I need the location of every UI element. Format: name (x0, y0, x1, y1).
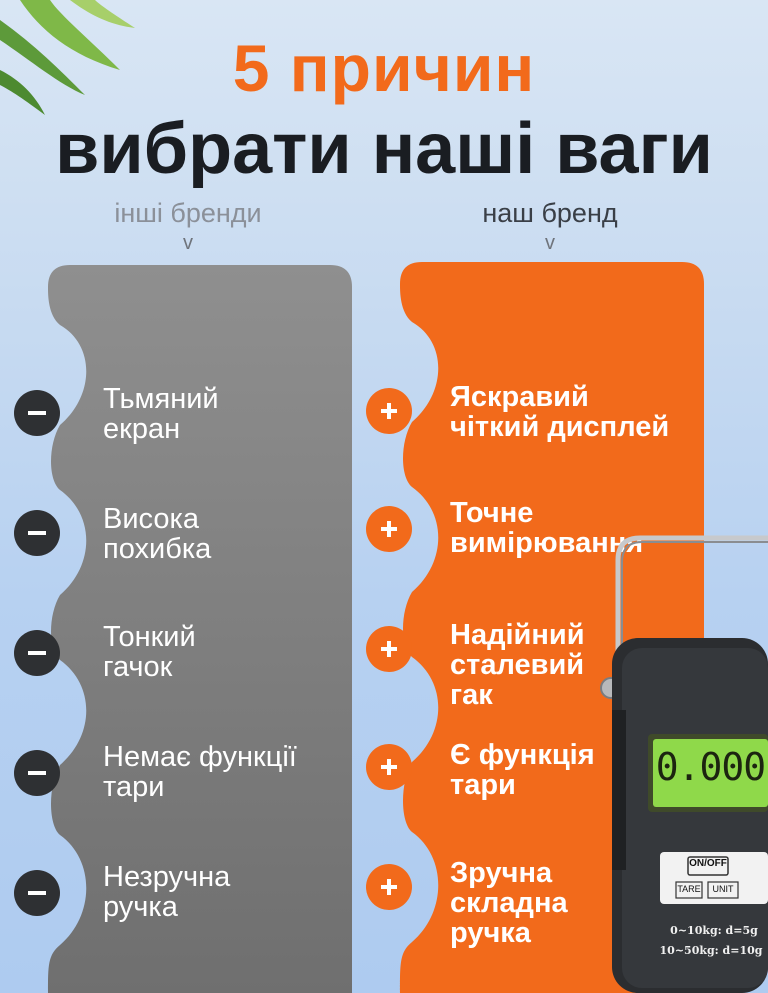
label-other-brands: інші бренди (114, 198, 262, 228)
item-line: чіткий дисплей (450, 411, 670, 443)
minus-icon (14, 630, 60, 676)
item-line: гачок (103, 651, 173, 683)
onoff-button-label: ON/OFF (689, 858, 727, 869)
item-line: Надійний (450, 619, 585, 651)
item-line: ручка (103, 891, 178, 923)
item-line: гак (450, 679, 493, 711)
item-line: вимірювання (450, 527, 644, 559)
item-line: Точне (450, 497, 534, 529)
minus-icon (14, 750, 60, 796)
spec-line-2: 10~50kg: d=10g (659, 944, 763, 957)
our-brand-item: Точне вимірювання (450, 498, 643, 558)
leaf-decoration-icon (0, 0, 135, 115)
our-brand-item: Надійний сталевий гак (450, 620, 585, 710)
minus-icon (14, 510, 60, 556)
item-line: Є функція (450, 739, 595, 771)
plus-icon (366, 626, 412, 672)
item-line: Яскравий (450, 381, 589, 413)
item-line: складна (450, 887, 568, 919)
label-our-brand: наш бренд (482, 198, 618, 228)
plus-icon (366, 388, 412, 434)
item-line: Незручна (103, 861, 231, 893)
spec-line-1: 0~10kg: d=5g (670, 924, 758, 937)
other-brand-item: Тьмяний екран (103, 384, 219, 444)
item-line: екран (103, 413, 181, 445)
item-line: Зручна (450, 857, 553, 889)
plus-icon (366, 864, 412, 910)
other-brand-item: Висока похибка (103, 504, 211, 564)
plus-icon (366, 506, 412, 552)
item-line: Тонкий (103, 621, 196, 653)
our-brand-item: Зручна складна ручка (450, 858, 568, 948)
unit-button-label: UNIT (712, 884, 734, 894)
headline-number: 5 причин (232, 31, 536, 105)
headline-title: вибрати наші ваги (55, 109, 713, 189)
minus-icon (14, 870, 60, 916)
item-line: Висока (103, 503, 199, 535)
minus-icon (14, 390, 60, 436)
chevron-down-icon: v (545, 232, 555, 254)
item-line: ручка (450, 917, 531, 949)
tare-button-label: TARE (677, 884, 701, 894)
our-brand-item: Яскравий чіткий дисплей (450, 382, 669, 442)
item-line: сталевий (450, 649, 585, 681)
item-line: тари (450, 769, 516, 801)
item-line: Немає функції (103, 741, 297, 773)
plus-icon (366, 744, 412, 790)
chevron-down-icon: v (183, 232, 193, 254)
other-brands-panel (48, 265, 352, 993)
item-line: похибка (103, 533, 212, 565)
other-brand-item: Тонкий гачок (103, 622, 196, 682)
other-brand-item: Незручна ручка (103, 862, 230, 922)
our-brand-item: Є функція тари (450, 740, 595, 800)
item-line: тари (103, 771, 165, 803)
scale-display-value: 0.000 (655, 745, 766, 789)
item-line: Тьмяний (103, 383, 219, 415)
other-brand-item: Немає функції тари (103, 742, 297, 802)
luggage-scale-image (600, 535, 768, 993)
